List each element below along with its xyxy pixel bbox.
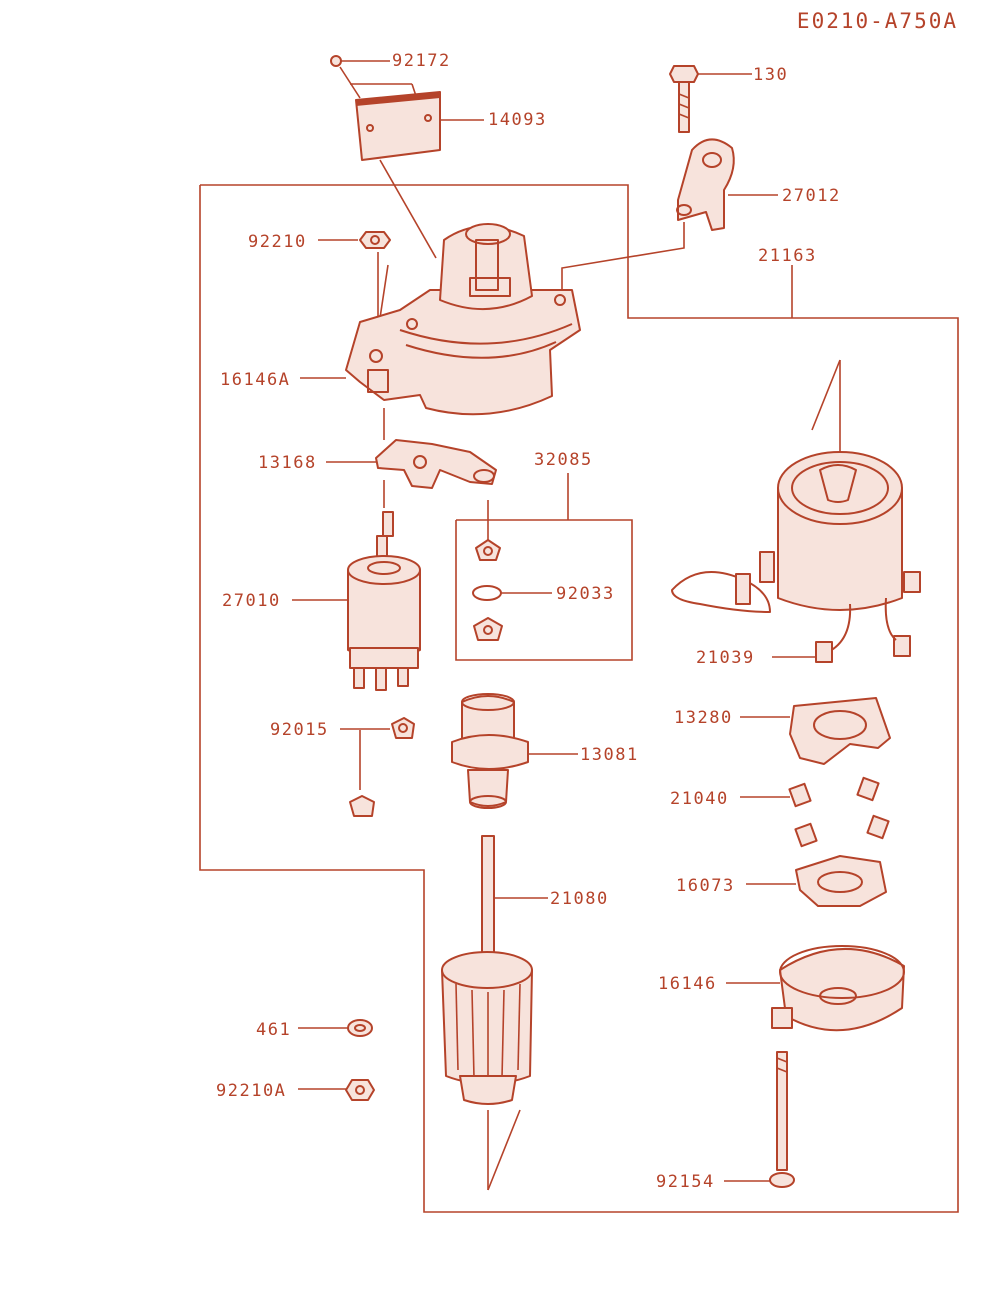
part-label-21163: 21163	[758, 246, 817, 266]
part-label-27012: 27012	[782, 186, 841, 206]
brush-holder-13280-part	[740, 697, 891, 765]
screw-92172-part	[330, 55, 417, 99]
shim-set-32085-part	[472, 500, 552, 641]
part-labels: 92172 14093 130 27012 21163 92210 16146A…	[216, 51, 841, 1192]
part-label-461: 461	[256, 1020, 291, 1040]
end-cover-16146-part	[726, 945, 905, 1032]
part-label-92210A: 92210A	[216, 1081, 286, 1101]
springs-21040-part	[740, 776, 890, 848]
part-label-14093: 14093	[488, 110, 547, 130]
part-label-13280: 13280	[674, 708, 733, 728]
part-label-16146A: 16146A	[220, 370, 290, 390]
diagram-code: E0210-A750A	[797, 9, 958, 33]
part-label-21080: 21080	[550, 889, 609, 909]
part-label-21039: 21039	[696, 648, 755, 668]
part-label-16146: 16146	[658, 974, 717, 994]
part-label-92172: 92172	[392, 51, 451, 71]
part-label-32085: 32085	[534, 450, 593, 470]
nut-92210-part	[318, 231, 391, 319]
washer-461-part	[298, 1019, 373, 1037]
part-label-13081: 13081	[580, 745, 639, 765]
plate-14093-part	[355, 91, 484, 259]
part-label-16073: 16073	[676, 876, 735, 896]
nut-92210A-part	[298, 1079, 375, 1101]
solenoid-27010-part	[292, 511, 421, 691]
pinion-13081-part	[451, 693, 578, 809]
part-label-92210: 92210	[248, 232, 307, 252]
part-label-92154: 92154	[656, 1172, 715, 1192]
plate-16073-part	[746, 855, 887, 907]
bracket-27012-part	[561, 138, 778, 290]
part-label-27010: 27010	[222, 591, 281, 611]
part-label-92015: 92015	[270, 720, 329, 740]
bolt-130-part	[669, 65, 752, 133]
through-bolt-92154-part	[724, 1051, 795, 1188]
armature-21080-part	[441, 835, 548, 1191]
part-label-13168: 13168	[258, 453, 317, 473]
brush-holder-13168-part	[326, 408, 497, 508]
part-label-130: 130	[753, 65, 788, 85]
part-label-92033: 92033	[556, 584, 615, 604]
assembly-outline	[199, 184, 959, 1213]
solenoid-cover-16146A-part	[300, 223, 581, 416]
part-label-21040: 21040	[670, 789, 729, 809]
lead-21039-part	[772, 641, 833, 663]
field-coil-21163-part	[671, 359, 921, 657]
nut-92015-part	[340, 717, 415, 817]
